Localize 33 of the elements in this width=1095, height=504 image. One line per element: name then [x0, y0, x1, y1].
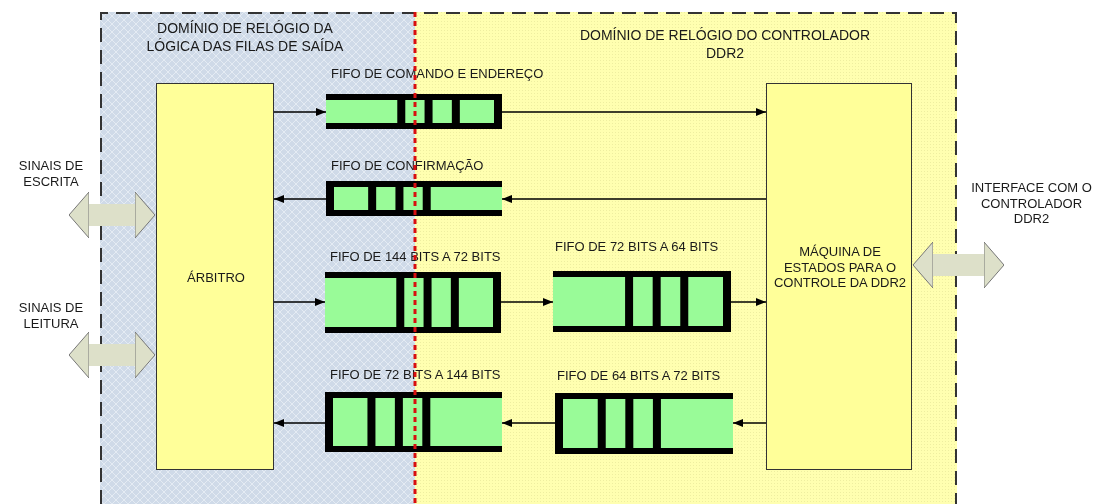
bus-arrow	[912, 241, 1005, 289]
bus-arrow	[68, 191, 156, 239]
arrow	[273, 108, 327, 116]
fifo-queue	[325, 249, 501, 333]
arrow	[730, 298, 767, 306]
arrow	[273, 419, 326, 427]
fifo-label: FIFO DE 144 BITS A 72 BITS	[330, 249, 501, 264]
arrow	[501, 108, 767, 116]
process-block	[766, 83, 912, 470]
fifo-queue	[325, 367, 502, 452]
fifo-queue	[553, 239, 731, 332]
fifo-label: FIFO DE 72 BITS A 64 BITS	[555, 239, 719, 254]
arrow	[273, 195, 327, 203]
block-label: ÁRBITRO	[186, 270, 246, 286]
arrow	[273, 298, 326, 306]
arrow	[732, 419, 767, 427]
domain-title: DOMÍNIO DE RELÓGIO DA LÓGICA DAS FILAS DE SAÍDA	[145, 20, 345, 55]
process-block	[156, 83, 274, 470]
signal-label: SINAIS DE LEITURA	[17, 300, 85, 332]
fifo-label: FIFO DE 64 BITS A 72 BITS	[557, 368, 721, 383]
fifo-label: FIFO DE CONFIRMAÇÃO	[331, 158, 484, 173]
domain-title: DOMÍNIO DE RELÓGIO DO CONTROLADOR DDR2	[578, 27, 872, 62]
arrow	[501, 195, 767, 203]
fifo-label: FIFO DE COMANDO E ENDEREÇO	[331, 66, 544, 81]
arrow	[500, 298, 554, 306]
bus-arrow	[68, 331, 156, 379]
block-label: MÁQUINA DE ESTADOS PARA O CONTROLE DA DDR2	[772, 244, 908, 291]
fifo-queue	[555, 368, 733, 454]
arrow	[501, 419, 556, 427]
signal-label: SINAIS DE ESCRITA	[17, 158, 85, 190]
fifo-queue	[326, 158, 502, 216]
fifo-label: FIFO DE 72 BITS A 144 BITS	[330, 367, 501, 382]
signal-label: INTERFACE COM O CONTROLADOR DDR2	[970, 180, 1093, 227]
